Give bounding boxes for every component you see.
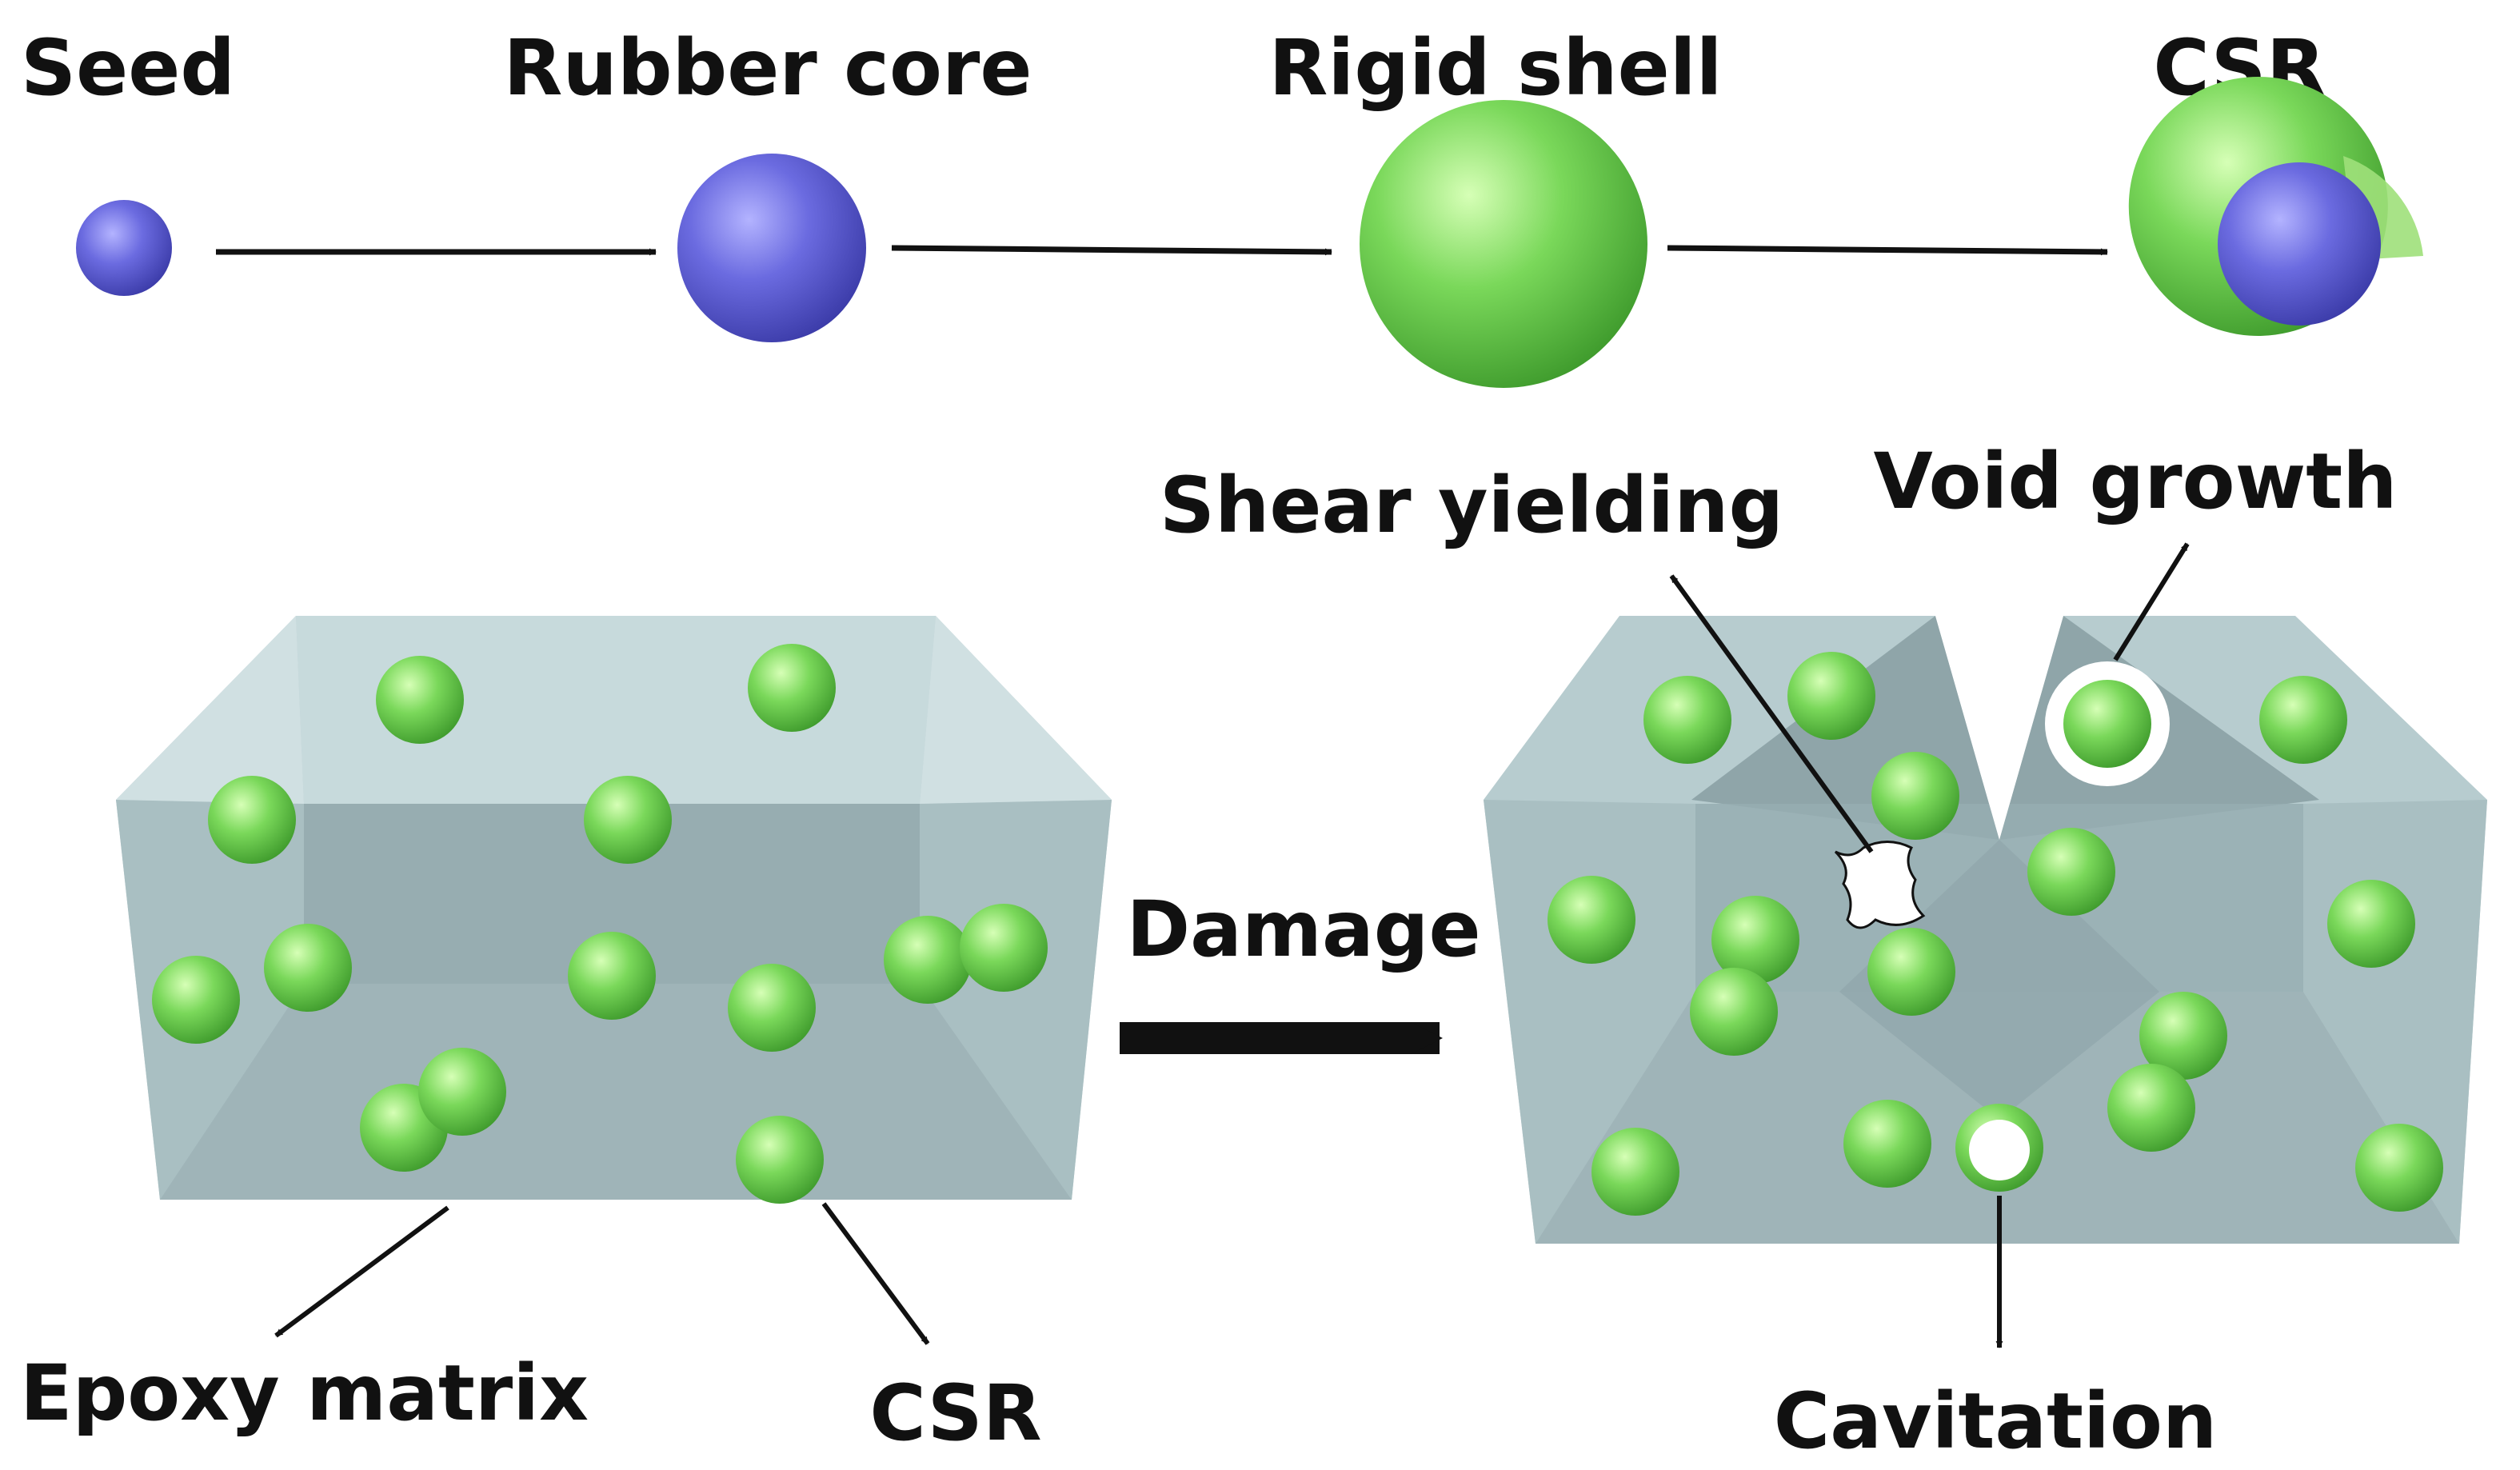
cavitation-particle <box>1955 1104 2043 1192</box>
rubber-core-particle <box>677 154 866 342</box>
arrow-core-to-shell <box>891 245 1332 256</box>
arrow-shell-to-csr <box>1667 245 2108 256</box>
seed-particle <box>76 200 172 296</box>
cavitation-label: Cavitation <box>1774 1376 2217 1466</box>
rigid-shell-particle <box>1360 100 1647 388</box>
void-growth-particle <box>2045 661 2170 786</box>
arrow-to-void-growth <box>2113 542 2190 661</box>
shear-yielding-label: Shear yielding <box>1160 461 1783 550</box>
arrow-to-epoxy-matrix <box>274 1205 449 1338</box>
csr-particle-cutaway <box>2128 76 2423 336</box>
rigid-shell-label: Rigid shell <box>1269 23 1723 113</box>
arrow-to-csr <box>821 1202 930 1345</box>
epoxy-matrix-label: Epoxy matrix <box>20 1348 589 1438</box>
seed-label: Seed <box>21 23 235 113</box>
epoxy-block <box>116 616 1112 1200</box>
shear-yielding-void <box>1834 841 1926 929</box>
csr-composite-label: CSR <box>869 1368 1041 1458</box>
rubber-core-label: Rubber core <box>504 23 1032 113</box>
csr-particles-composite <box>152 644 1048 1204</box>
csr-particles-damaged <box>1548 652 2443 1216</box>
void-growth-label: Void growth <box>1874 437 2398 526</box>
arrow-to-shear-yielding <box>1669 574 1874 853</box>
damage-label: Damage <box>1126 885 1480 974</box>
